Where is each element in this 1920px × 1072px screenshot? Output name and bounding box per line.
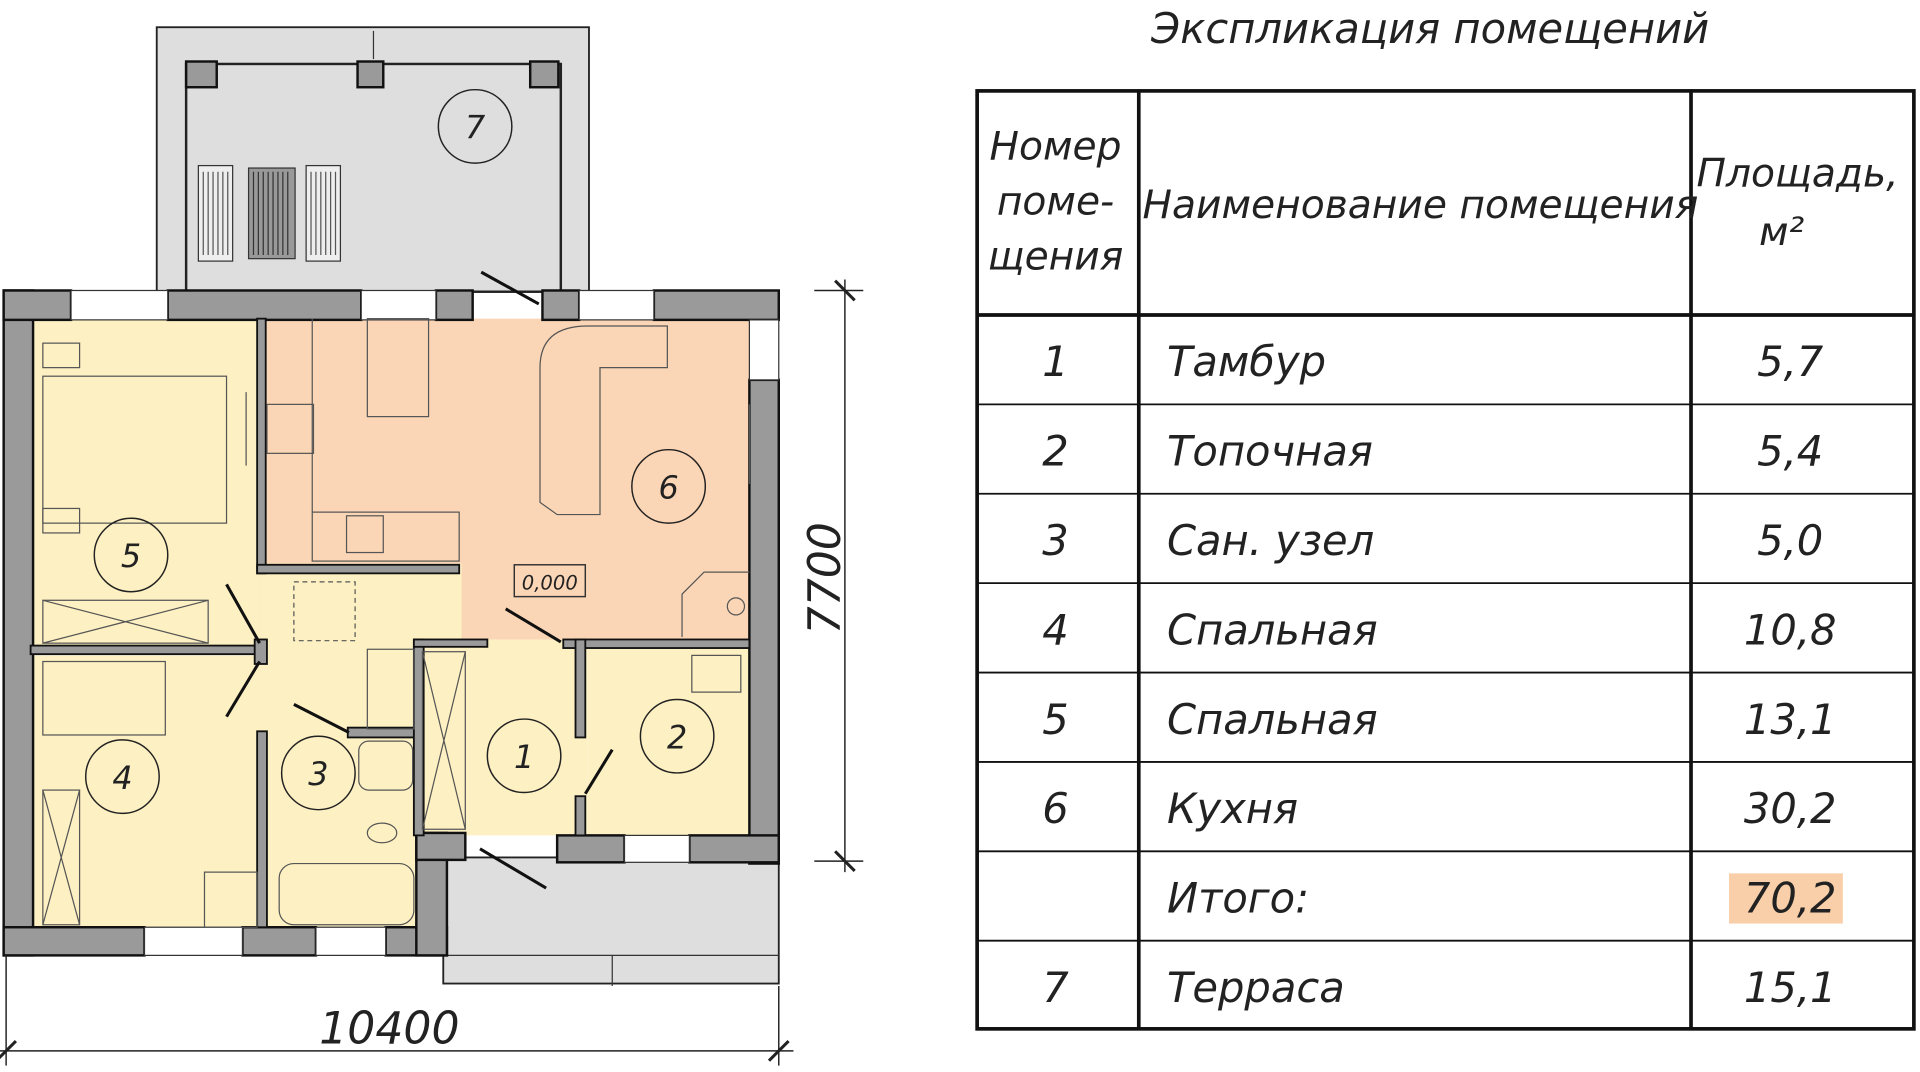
table-row: Итого: 70,2 bbox=[1167, 874, 1837, 923]
pillar bbox=[528, 60, 560, 89]
fireplace bbox=[681, 571, 750, 638]
table-row: 3 Сан. узел 5,0 bbox=[1042, 516, 1823, 565]
room-3-bathroom bbox=[266, 734, 417, 928]
header-name: Наименование помещения bbox=[1143, 183, 1699, 228]
row-number: 7 bbox=[1042, 963, 1069, 1012]
stove bbox=[266, 403, 315, 454]
table-row: 2 Топочная 5,4 bbox=[1042, 427, 1823, 476]
door-swings bbox=[225, 270, 614, 890]
table-header: Номер поме- щения Наименование помещения… bbox=[988, 124, 1899, 279]
dimension-width: 10400 bbox=[319, 1004, 459, 1055]
total-highlight bbox=[1728, 873, 1843, 924]
furniture bbox=[42, 318, 750, 928]
row-area: 30,2 bbox=[1744, 784, 1837, 833]
window bbox=[143, 926, 244, 956]
row-name: Спальная bbox=[1167, 695, 1378, 744]
room-number: 3 bbox=[308, 755, 328, 793]
row-number: 5 bbox=[1042, 695, 1068, 744]
table-row: 5 Спальная 13,1 bbox=[1042, 695, 1836, 744]
header-number-line: щения bbox=[988, 235, 1124, 280]
room-4-bedroom bbox=[30, 655, 264, 928]
room-1-vestibule bbox=[416, 639, 588, 836]
row-name: Терраса bbox=[1167, 963, 1345, 1012]
bathtub bbox=[278, 862, 415, 926]
window bbox=[360, 289, 437, 321]
row-name: Спальная bbox=[1167, 605, 1378, 654]
room-number: 7 bbox=[465, 109, 485, 147]
room-number: 2 bbox=[667, 718, 687, 756]
table-row: 7 Терраса 15,1 bbox=[1042, 963, 1836, 1012]
interior-walls bbox=[29, 317, 751, 929]
level-mark-box bbox=[513, 564, 587, 598]
room-5-bedroom bbox=[30, 318, 264, 650]
room-2-boiler-room bbox=[587, 639, 750, 836]
row-name: Топочная bbox=[1167, 427, 1373, 476]
row-name: Итого: bbox=[1167, 874, 1309, 923]
row-name: Тамбур bbox=[1167, 337, 1326, 386]
window bbox=[315, 926, 387, 956]
header-number-line: поме- bbox=[997, 180, 1114, 225]
row-area: 13,1 bbox=[1744, 695, 1837, 744]
wardrobe bbox=[42, 599, 209, 644]
explication-table bbox=[975, 89, 1916, 1031]
sun-lounger bbox=[197, 164, 234, 262]
pillar bbox=[356, 60, 385, 89]
header-number-line: Номер bbox=[990, 124, 1122, 169]
row-area: 10,8 bbox=[1744, 605, 1837, 654]
pillar bbox=[184, 60, 218, 89]
row-name: Кухня bbox=[1167, 784, 1298, 833]
single-bed bbox=[42, 660, 166, 736]
row-number: 6 bbox=[1042, 784, 1068, 833]
table-title: Экспликация помещений bbox=[1150, 4, 1709, 53]
row-area: 15,1 bbox=[1744, 963, 1837, 1012]
boiler bbox=[691, 654, 742, 693]
toilet bbox=[366, 822, 398, 844]
wardrobe bbox=[42, 789, 81, 926]
header-area-line: Площадь, bbox=[1697, 151, 1899, 196]
room-number: 5 bbox=[121, 537, 141, 575]
kitchen-counter bbox=[311, 511, 460, 562]
porch bbox=[442, 856, 780, 985]
exterior-walls bbox=[2, 289, 780, 957]
shower bbox=[358, 740, 414, 791]
desk bbox=[203, 871, 258, 928]
row-number: 3 bbox=[1042, 516, 1068, 565]
room-markers: 1 2 3 4 5 6 7 bbox=[84, 88, 715, 815]
window bbox=[748, 319, 780, 381]
room-number: 1 bbox=[514, 738, 534, 776]
level-mark: 0,000 bbox=[522, 571, 578, 594]
row-name: Сан. узел bbox=[1167, 516, 1374, 565]
sun-lounger bbox=[305, 164, 342, 262]
row-number: 4 bbox=[1042, 605, 1068, 654]
table-row: 4 Спальная 10,8 bbox=[1042, 605, 1836, 654]
table-row: 6 Кухня 30,2 bbox=[1042, 784, 1836, 833]
dimension-lines bbox=[0, 279, 864, 1066]
dining-table bbox=[366, 318, 430, 418]
room-number: 6 bbox=[658, 469, 678, 507]
row-number: 2 bbox=[1042, 427, 1068, 476]
outdoor-table bbox=[247, 167, 296, 260]
window bbox=[578, 289, 655, 321]
row-area: 5,0 bbox=[1757, 516, 1823, 565]
row-area: 70,2 bbox=[1744, 874, 1837, 923]
window bbox=[623, 834, 690, 863]
row-area: 5,4 bbox=[1757, 427, 1823, 476]
double-bed bbox=[42, 375, 228, 524]
window bbox=[70, 289, 169, 321]
row-number: 1 bbox=[1042, 337, 1068, 386]
closet bbox=[421, 651, 466, 830]
header-area-line: м² bbox=[1759, 210, 1805, 255]
table-row: 1 Тамбур 5,7 bbox=[1042, 337, 1824, 386]
room-number: 4 bbox=[112, 759, 132, 797]
terrace bbox=[155, 26, 590, 293]
corner-sofa bbox=[539, 325, 668, 516]
row-area: 5,7 bbox=[1757, 337, 1824, 386]
dimension-depth: 7700 bbox=[800, 522, 851, 634]
